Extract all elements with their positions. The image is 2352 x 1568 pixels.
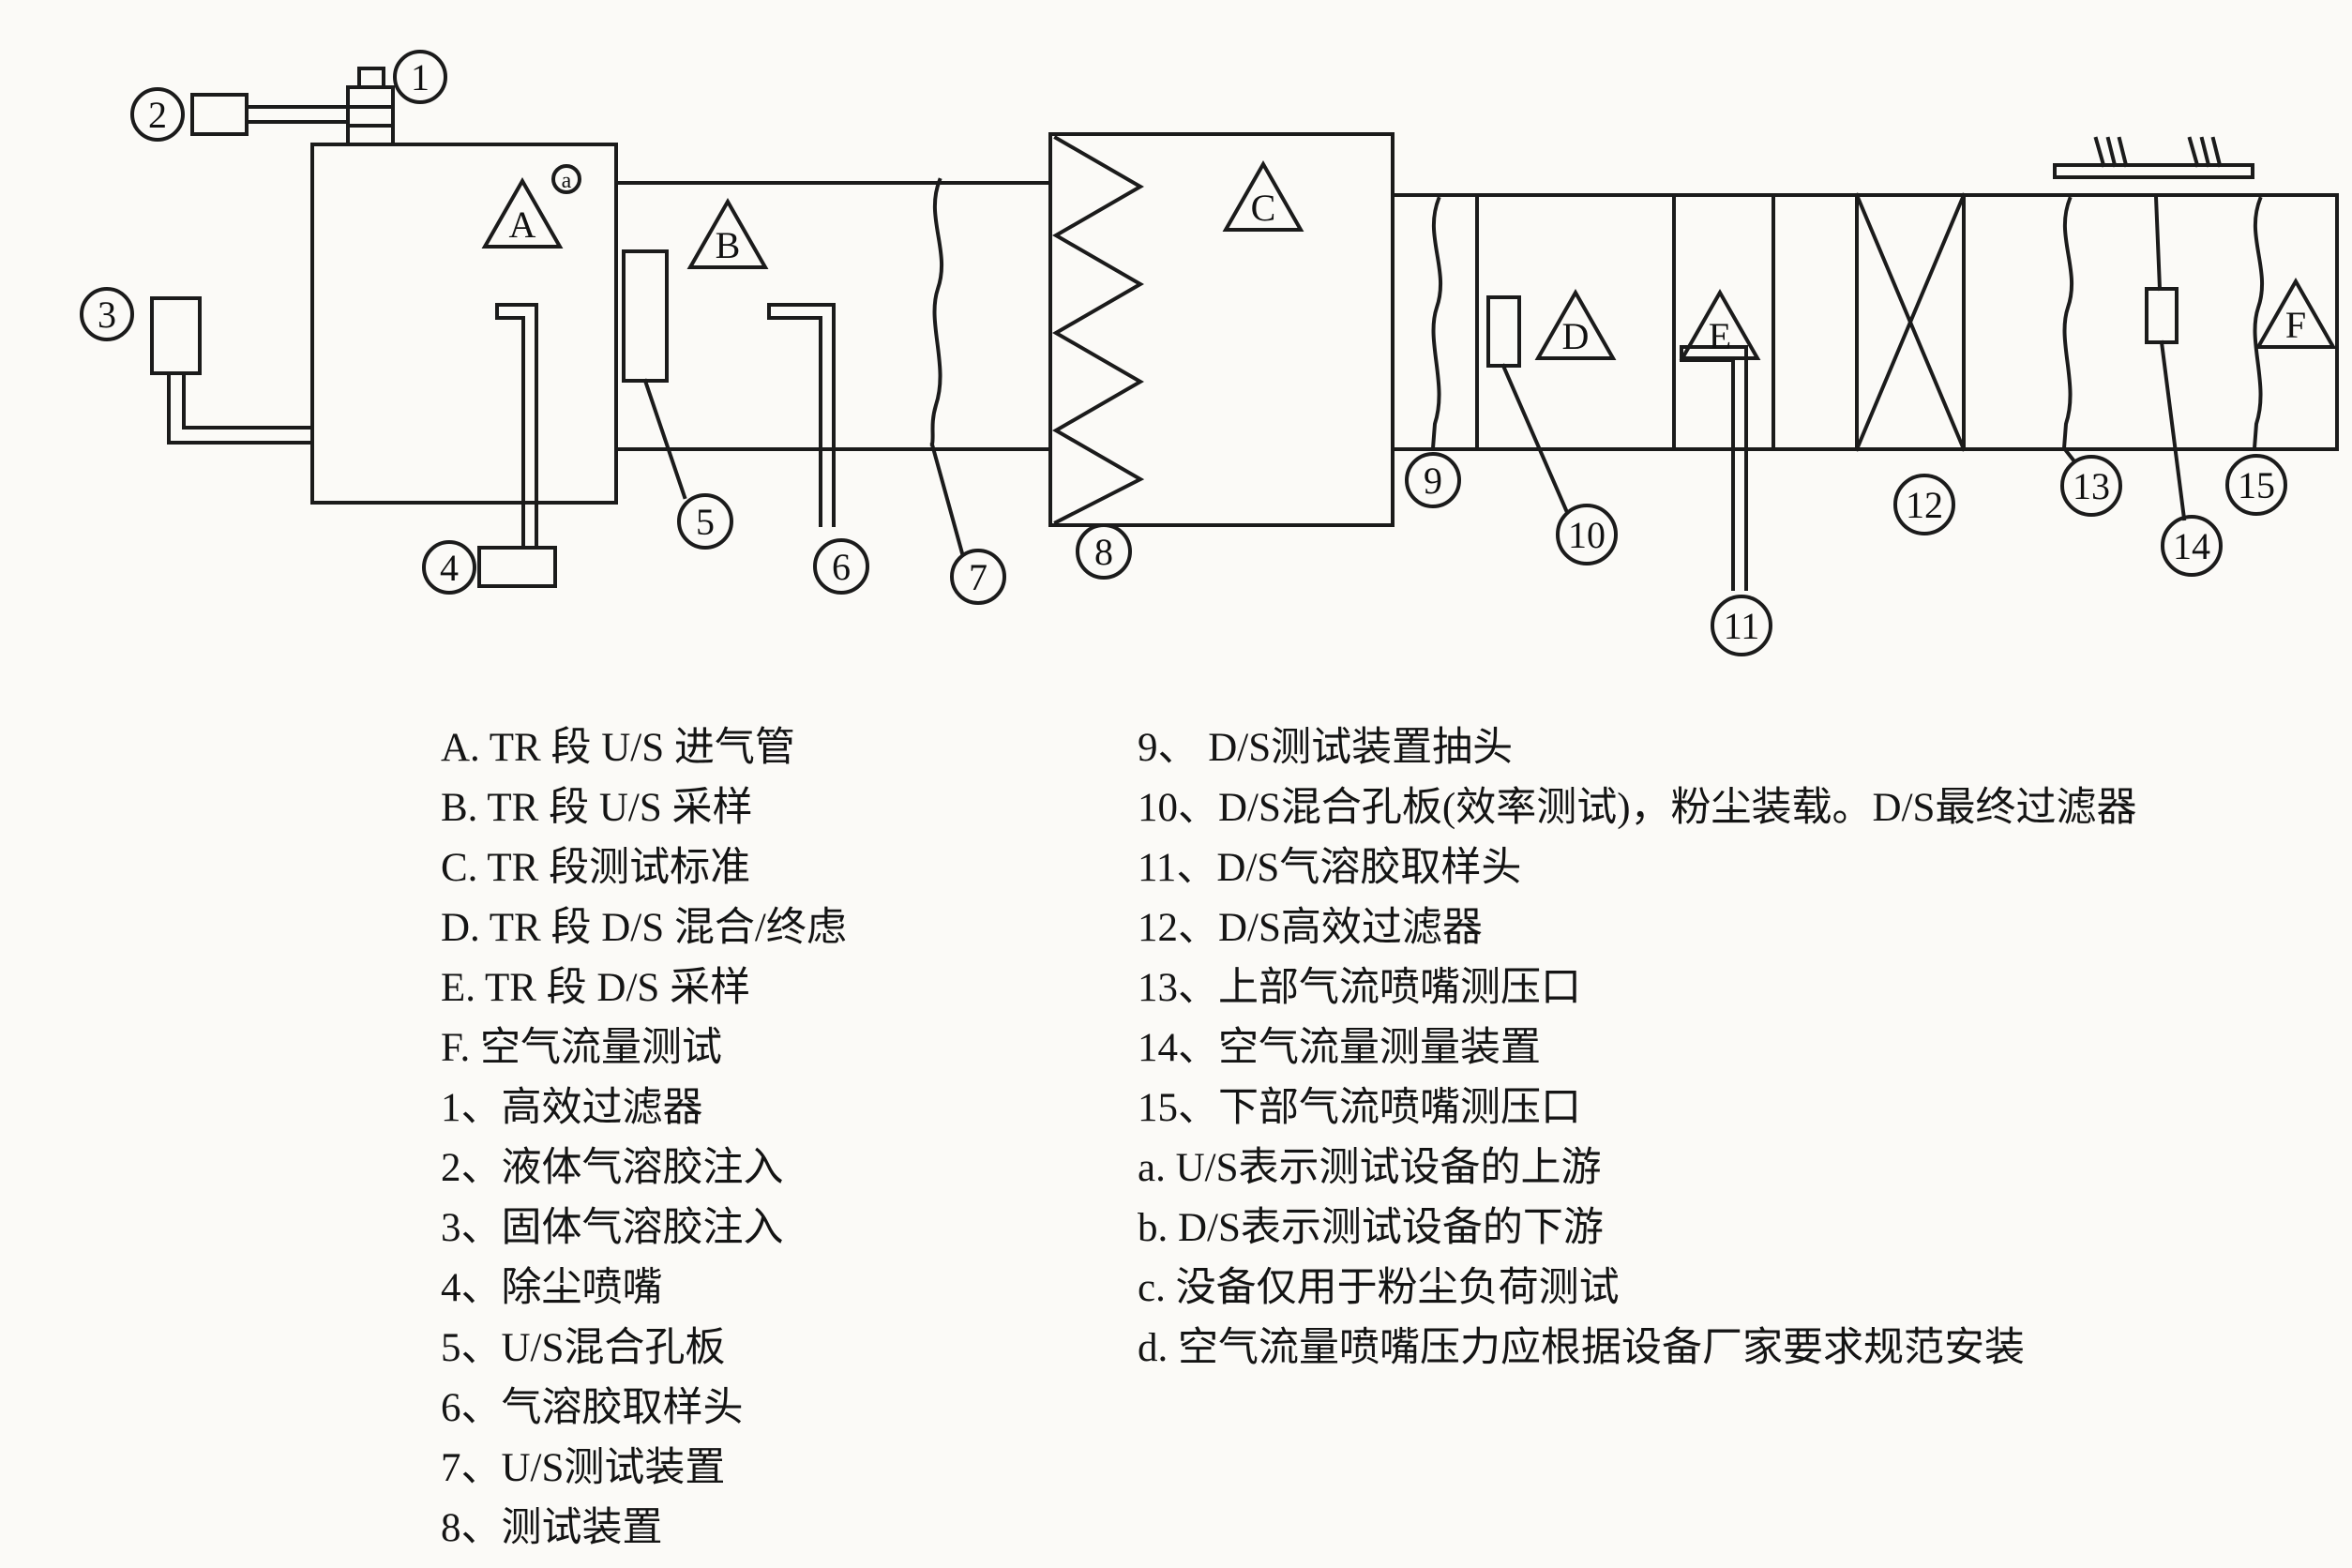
triangle-label-B: B bbox=[686, 197, 769, 269]
svg-text:1: 1 bbox=[411, 56, 430, 98]
legend-right-column: 9、 D/S测试装置抽头 10、D/S混合孔板(效率测试)，粉尘装载。D/S最终… bbox=[1138, 718, 2136, 1379]
circle-label-10: 10 bbox=[1556, 504, 1618, 565]
legend-item-B: B. TR 段 U/S 采样 bbox=[441, 786, 753, 830]
circle-label-4: 4 bbox=[422, 540, 476, 595]
legend-item-15: 15、下部气流喷嘴测压口 bbox=[1138, 1086, 1581, 1130]
legend-item-8: 8、测试装置 bbox=[441, 1506, 663, 1550]
triangle-a-footnote-mark: a bbox=[551, 164, 581, 194]
ds-test-device-tap-tube bbox=[1430, 196, 1442, 451]
airflow-measuring-device bbox=[2145, 194, 2187, 521]
circle-label-3: 3 bbox=[80, 287, 134, 341]
ds-mixing-orifice-plate bbox=[1486, 295, 1569, 513]
circle-label-15: 15 bbox=[2225, 454, 2287, 516]
legend-item-D: D. TR 段 D/S 混合/终虑 bbox=[441, 906, 847, 950]
duct-c-to-end bbox=[1391, 193, 2339, 451]
svg-text:10: 10 bbox=[1568, 514, 1606, 556]
circle-label-14: 14 bbox=[2161, 515, 2223, 577]
triangle-label-D: D bbox=[1534, 288, 1617, 360]
circle-label-11: 11 bbox=[1711, 595, 1772, 656]
legend-item-A: A. TR 段 U/S 进气管 bbox=[441, 726, 795, 770]
triangle-label-E: E bbox=[1679, 288, 1761, 360]
us-test-device-tube bbox=[929, 177, 965, 556]
solid-aerosol-injector bbox=[150, 296, 314, 445]
legend-item-3: 3、固体气溶胶注入 bbox=[441, 1206, 784, 1250]
svg-text:13: 13 bbox=[2073, 465, 2110, 507]
svg-text:C: C bbox=[1251, 187, 1276, 229]
triangle-label-C: C bbox=[1222, 159, 1304, 232]
legend-item-F: F. 空气流量测试 bbox=[441, 1026, 722, 1070]
svg-text:15: 15 bbox=[2238, 464, 2275, 506]
us-mixing-orifice-plate bbox=[622, 249, 687, 500]
svg-text:B: B bbox=[716, 224, 741, 266]
circle-label-2: 2 bbox=[130, 87, 185, 142]
svg-text:6: 6 bbox=[832, 546, 851, 588]
legend-item-9: 9、 D/S测试装置抽头 bbox=[1138, 726, 1514, 770]
legend-item-4: 4、除尘喷嘴 bbox=[441, 1266, 663, 1310]
legend-item-1: 1、高效过滤器 bbox=[441, 1086, 703, 1130]
legend-item-10: 10、D/S混合孔板(效率测试)，粉尘装载。D/S最终过滤器 bbox=[1138, 786, 2137, 830]
circle-label-1: 1 bbox=[393, 50, 447, 104]
svg-text:A: A bbox=[509, 204, 536, 246]
legend-item-12: 12、D/S高效过滤器 bbox=[1138, 906, 1483, 950]
svg-text:D: D bbox=[1562, 315, 1590, 357]
svg-text:a: a bbox=[562, 169, 572, 193]
legend-item-11: 11、D/S气溶胶取样头 bbox=[1138, 846, 1522, 890]
legend-item-6: 6、气溶胶取样头 bbox=[441, 1386, 744, 1430]
svg-text:3: 3 bbox=[98, 294, 116, 336]
legend-note-d: d. 空气流量喷嘴压力应根据设备厂家要求规范安装 bbox=[1138, 1326, 2025, 1370]
test-device-box bbox=[1048, 132, 1395, 527]
legend-item-E: E. TR 段 D/S 采样 bbox=[441, 966, 751, 1010]
lower-nozzle-pressure-tap-tube bbox=[2252, 196, 2264, 451]
dust-nozzle-pipe bbox=[477, 303, 557, 588]
legend-left-column: A. TR 段 U/S 进气管 B. TR 段 U/S 采样 C. TR 段测试… bbox=[441, 718, 847, 1559]
legend-note-c: c. 没备仅用于粉尘负荷测试 bbox=[1138, 1266, 1620, 1310]
svg-text:2: 2 bbox=[148, 94, 167, 136]
circle-label-12: 12 bbox=[1893, 474, 1955, 535]
svg-text:7: 7 bbox=[969, 556, 988, 598]
svg-text:14: 14 bbox=[2173, 525, 2210, 567]
svg-text:5: 5 bbox=[696, 501, 715, 543]
ds-aerosol-sampling-probe bbox=[1680, 345, 1748, 591]
circle-label-8: 8 bbox=[1076, 523, 1132, 580]
legend-item-C: C. TR 段测试标准 bbox=[441, 846, 751, 890]
triangle-label-F: F bbox=[2254, 277, 2337, 349]
section-a-inlet-box bbox=[310, 143, 618, 505]
airflow-nozzle-bar bbox=[2053, 136, 2254, 179]
legend-note-a: a. U/S表示测试设备的上游 bbox=[1138, 1146, 1602, 1190]
legend-item-5: 5、U/S混合孔板 bbox=[441, 1326, 726, 1370]
svg-text:4: 4 bbox=[440, 547, 459, 589]
svg-text:12: 12 bbox=[1906, 484, 1943, 526]
circle-label-5: 5 bbox=[677, 493, 733, 550]
svg-text:11: 11 bbox=[1724, 605, 1760, 647]
ds-hepa-filter bbox=[1854, 192, 1967, 452]
upper-nozzle-pressure-tap-tube bbox=[2061, 196, 2077, 464]
circle-label-6: 6 bbox=[813, 538, 869, 595]
legend-item-14: 14、空气流量测量装置 bbox=[1138, 1026, 1541, 1070]
aerosol-sampling-probe bbox=[767, 303, 836, 527]
legend-item-7: 7、U/S测试装置 bbox=[441, 1446, 726, 1490]
legend-item-13: 13、上部气流喷嘴测压口 bbox=[1138, 966, 1581, 1010]
circle-label-9: 9 bbox=[1405, 452, 1461, 508]
svg-text:8: 8 bbox=[1094, 531, 1113, 573]
svg-text:9: 9 bbox=[1424, 460, 1442, 502]
hepa-filter-inlet bbox=[346, 67, 395, 146]
liquid-aerosol-injector bbox=[190, 93, 350, 136]
svg-text:E: E bbox=[1709, 315, 1731, 357]
svg-text:F: F bbox=[2285, 304, 2306, 346]
legend-note-b: b. D/S表示测试设备的下游 bbox=[1138, 1206, 1604, 1250]
legend-item-2: 2、液体气溶胶注入 bbox=[441, 1146, 784, 1190]
triangle-label-A: A bbox=[481, 176, 564, 249]
circle-label-13: 13 bbox=[2060, 455, 2122, 517]
circle-label-7: 7 bbox=[950, 549, 1006, 605]
